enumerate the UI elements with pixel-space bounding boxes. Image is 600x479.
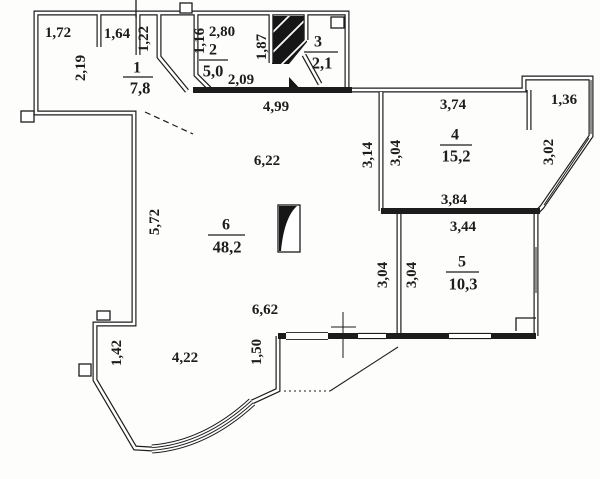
dimension-label: 1,42 xyxy=(109,340,125,366)
dimension-label: 3,04 xyxy=(404,261,420,288)
dimension-label: 2,80 xyxy=(209,24,235,40)
dashed-hall-boundary xyxy=(144,111,194,135)
bay-windows xyxy=(535,80,592,293)
dimension-label: 2,09 xyxy=(228,72,254,88)
windows-layer xyxy=(151,80,592,454)
reference-lines xyxy=(135,0,399,392)
south-window-1 xyxy=(358,332,386,340)
dimension-label: 3,44 xyxy=(450,219,477,235)
dimension-label: 3,84 xyxy=(441,192,468,208)
south-window-2 xyxy=(449,332,491,340)
room-number: 6 xyxy=(222,217,230,234)
room-area: 10,3 xyxy=(449,275,478,294)
dimension-label: 5,72 xyxy=(147,209,163,235)
dimension-label: 6,62 xyxy=(252,302,278,318)
alcove-top-notch xyxy=(96,310,111,321)
dimension-label: 1,36 xyxy=(551,92,578,108)
walls-layer xyxy=(33,10,594,452)
room-number: 3 xyxy=(314,34,322,51)
dimension-label: 1,22 xyxy=(136,26,152,52)
room-area: 5,0 xyxy=(203,62,224,81)
left-wall-notch-1 xyxy=(20,110,35,123)
room-number: 1 xyxy=(133,60,141,77)
dimension-label: 3,04 xyxy=(375,261,391,288)
dimension-label: 1,64 xyxy=(104,26,131,42)
duct-room6-fill xyxy=(279,206,297,251)
terrace-diagonal xyxy=(329,346,399,392)
dimension-label: 3,74 xyxy=(440,97,467,113)
dimension-label: 3,02 xyxy=(541,139,557,165)
room-number: 5 xyxy=(458,254,466,271)
left-wall-notch-2 xyxy=(78,363,92,377)
dimension-label: 4,99 xyxy=(263,99,289,115)
room5-corner-step xyxy=(515,317,536,331)
room-number: 2 xyxy=(209,42,217,59)
top-wall-bump xyxy=(179,2,193,14)
room3-corner-notch xyxy=(330,16,345,29)
room-area: 2,1 xyxy=(312,54,333,73)
dimension-label: 4,22 xyxy=(172,350,198,366)
dimension-label: 1,50 xyxy=(249,339,265,365)
room-area: 7,8 xyxy=(130,79,151,98)
balcony-door-opening xyxy=(286,332,328,340)
solid-walls xyxy=(193,87,540,339)
dimension-label: 1,16 xyxy=(192,27,208,54)
dimension-label: 6,22 xyxy=(254,153,280,169)
dimension-label: 2,19 xyxy=(73,55,89,81)
dimension-label: 3,14 xyxy=(360,141,376,168)
dimension-label: 1,87 xyxy=(254,33,270,60)
room-number: 4 xyxy=(451,127,459,144)
dimension-label: 3,04 xyxy=(388,139,404,166)
room-area: 48,2 xyxy=(213,238,242,257)
room-area: 15,2 xyxy=(442,147,471,166)
outer-walls xyxy=(33,10,594,452)
details-layer xyxy=(20,2,536,377)
dimension-label: 1,72 xyxy=(45,25,71,41)
balcony-glazing-arc xyxy=(151,398,256,454)
